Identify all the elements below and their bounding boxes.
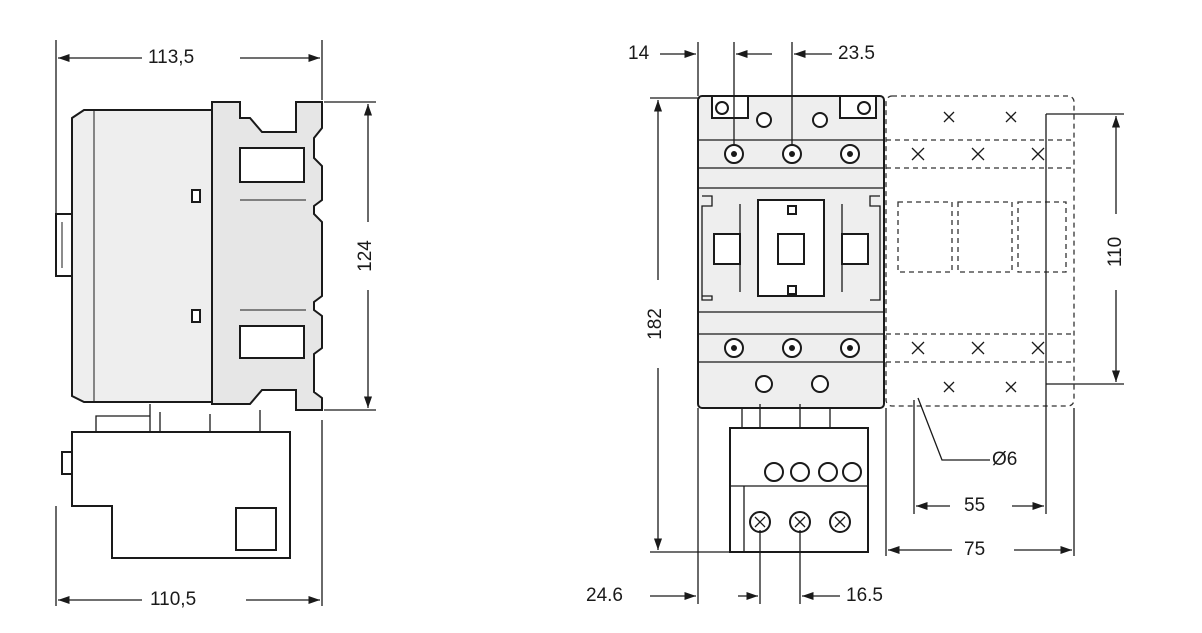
side-marker-top [191, 189, 201, 203]
side-lower-slot [239, 325, 305, 359]
auxiliary-block-outline [885, 95, 1075, 407]
dim-front-pole-pitch-bottom: 16.5 [846, 585, 883, 606]
dim-side-top-width: 113,5 [148, 47, 194, 68]
dim-front-mount-width: 55 [964, 495, 985, 516]
side-upper-slot [239, 147, 305, 183]
dim-front-hole-diameter: Ø6 [992, 449, 1017, 470]
dim-front-left-offset: 14 [628, 43, 650, 64]
dim-front-bottom-left-offset: 24.6 [586, 585, 623, 606]
front-view: 14 23.5 182 110 Ø6 55 75 [586, 42, 1126, 606]
front-overload-relay [729, 427, 869, 553]
dim-side-bottom-width: 110,5 [150, 589, 196, 610]
hole-leader-line [917, 397, 990, 461]
side-marker-bottom [191, 309, 201, 323]
side-clip [55, 213, 73, 277]
side-view: 113,5 110,5 124 [55, 40, 376, 610]
dim-front-total-height: 182 [645, 308, 666, 340]
dim-side-height: 124 [355, 240, 376, 272]
dim-front-pole-pitch-top: 23.5 [838, 43, 875, 64]
side-housing [71, 109, 213, 403]
dim-front-mount-height: 110 [1105, 237, 1126, 267]
dim-front-total-width: 75 [964, 539, 985, 560]
